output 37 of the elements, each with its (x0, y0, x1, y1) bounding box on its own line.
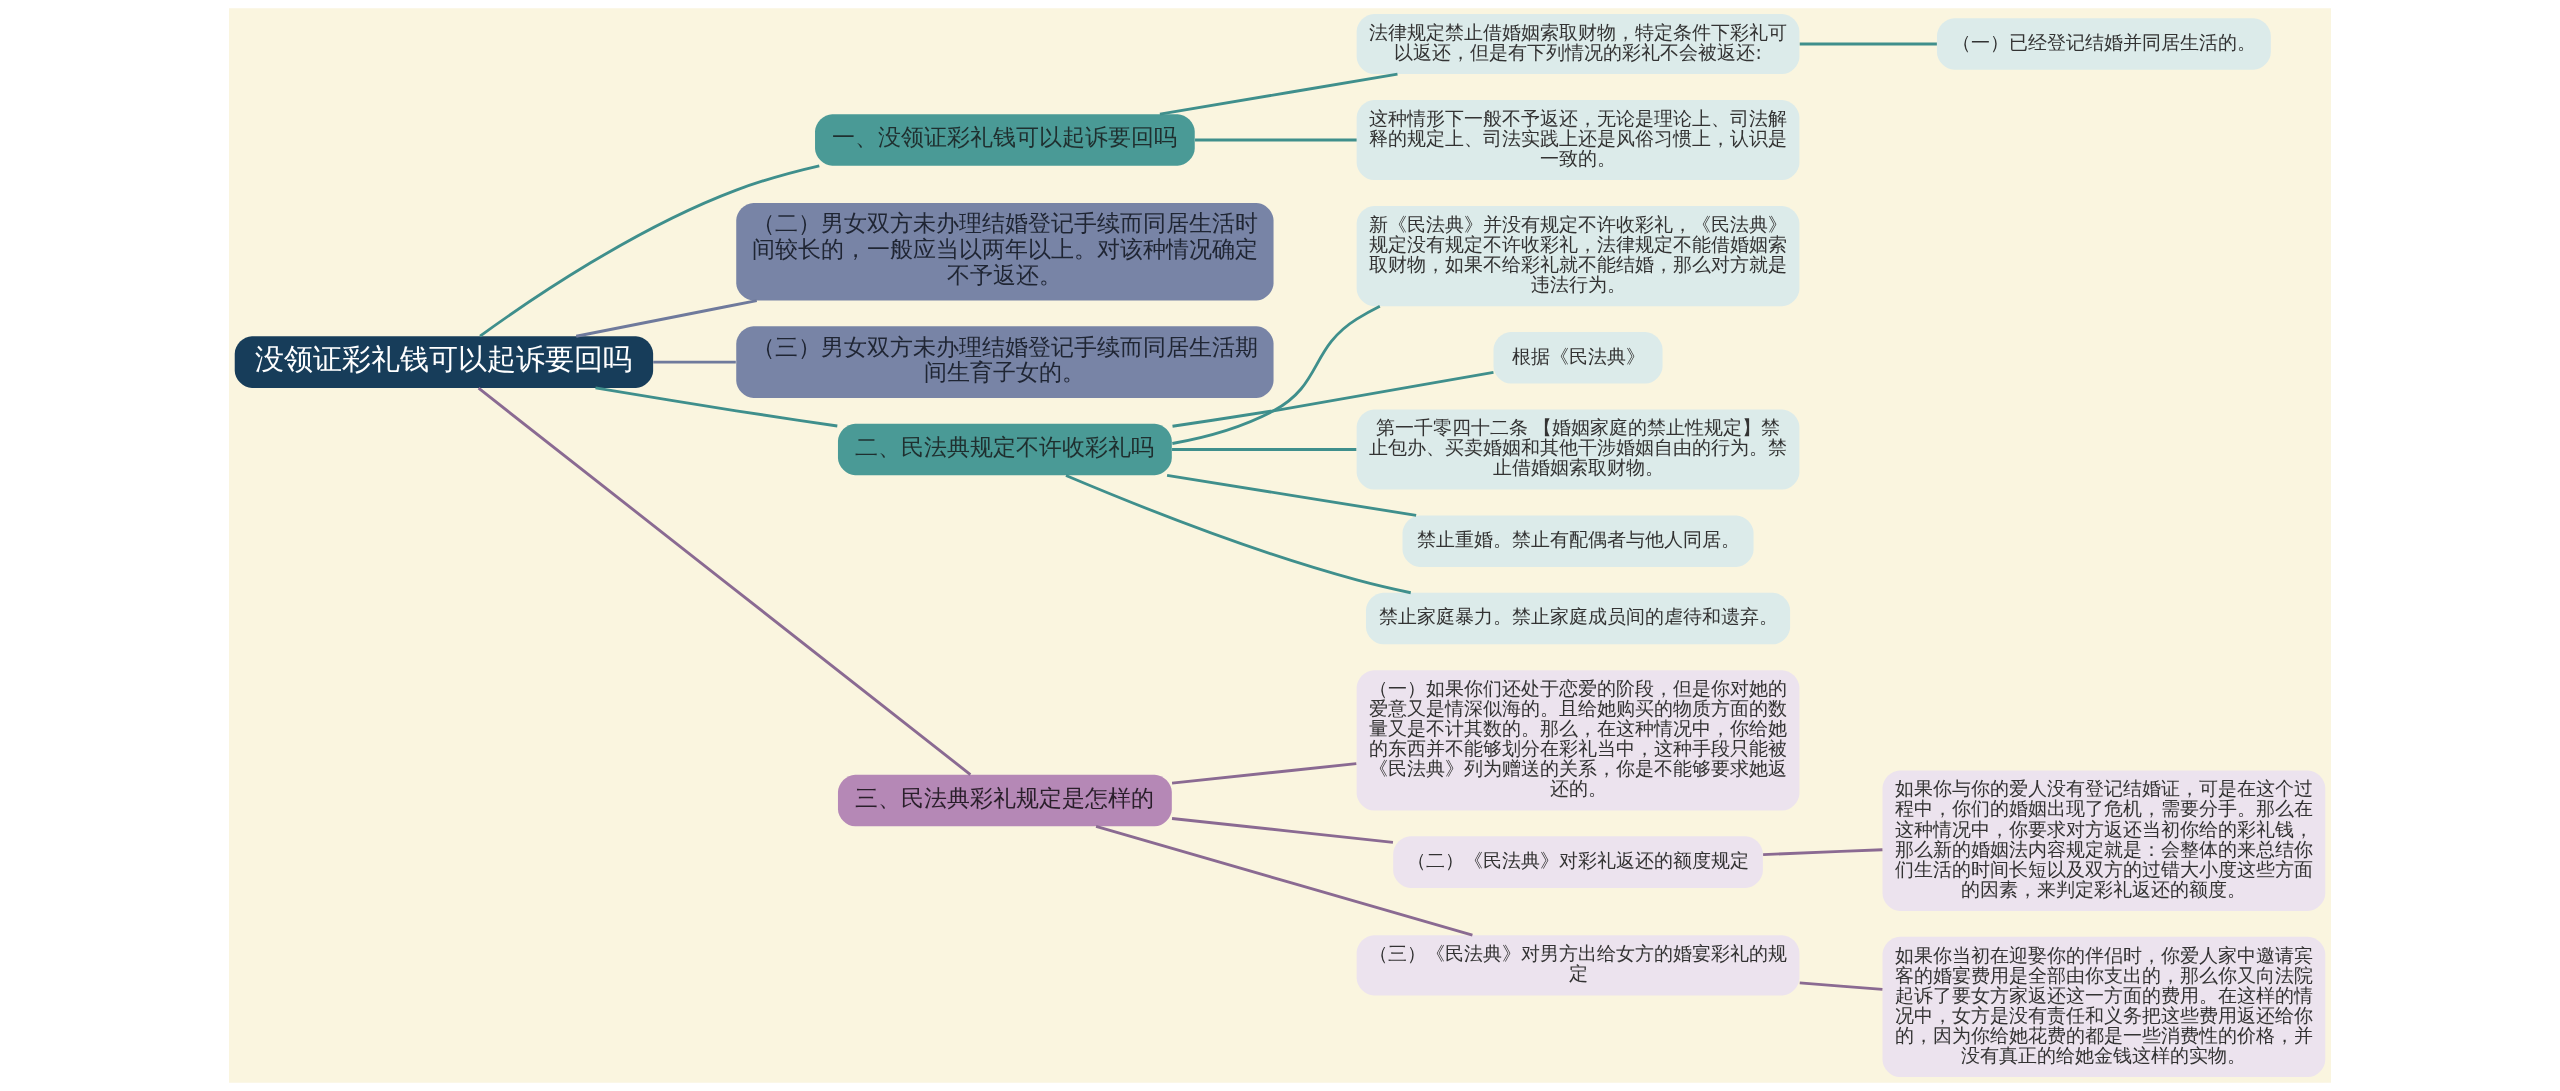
connector (1195, 138, 1357, 142)
node-box: 法律规定禁止借婚姻索取财物，特定条件下彩礼可以返还，但是有下列情况的彩礼不会被返还: (1356, 13, 1800, 75)
node-box: 禁止家庭暴力。禁止家庭成员间的虐待和遗弃。 (1365, 592, 1791, 645)
connector (479, 164, 820, 338)
node-box: 二、民法典规定不许收彩礼吗 (837, 423, 1172, 476)
node-box: 如果你与你的爱人没有登记结婚证，可是在这个过程中，你们的婚姻出现了危机，需要分手。那么在这种情况中，你要求对方返还当初你给的彩礼钱，那么新的婚姻法内容规定就是：会整体的来总结你们生活的时间长短以及双方的过错大小度这些方面的因素，来判定彩礼返还的额度。 (1882, 770, 2326, 911)
connector (1171, 817, 1394, 844)
connector (1065, 474, 1412, 595)
connector (1799, 42, 1937, 46)
node-box: 根据《民法典》 (1493, 332, 1663, 384)
node-box: （一）如果你们还处于恋爱的阶段，但是你对她的爱意又是情深似海的。且给她购买的物质方面的数量又是不计其数的。那么，在这种情况中，你给她的东西并不能够划分在彩礼当中，这种手段只能被《民法典》列为赠送的关系，你是不能够要求她返还的。 (1356, 670, 1800, 811)
node-box: （一）已经登记结婚并同居生活的。 (1936, 18, 2271, 70)
node-box: 一、没领证彩礼钱可以起诉要回吗 (815, 114, 1195, 166)
connector (1172, 304, 1381, 445)
node-box: （二）男女双方未办理结婚登记手续而同居生活时间较长的，一般应当以两年以上。对该种情况确定不予返还。 (736, 203, 1274, 301)
node-box: （三）男女双方未办理结婚登记手续而同居生活期间生育子女的。 (736, 326, 1274, 398)
connector (1095, 825, 1473, 937)
node-box: 新《民法典》并没有规定不许收彩礼，《民法典》规定没有规定不许收彩礼，法律规定不能借婚姻索取财物，如果不给彩礼就不能结婚，那么对方就是违法行为。 (1356, 205, 1800, 307)
connector (1159, 72, 1398, 116)
connector (1171, 762, 1357, 785)
connector (653, 360, 736, 364)
node-box: 这种情形下一般不予返还，无论是理论上、司法解释的规定上、司法实践上还是风俗习惯上，认识是一致的。 (1356, 99, 1800, 181)
connector (477, 387, 972, 776)
node-box: 没领证彩礼钱可以起诉要回吗 (234, 336, 654, 388)
connector (1763, 848, 1883, 857)
connector (575, 299, 758, 338)
node-box: 三、民法典彩礼规定是怎样的 (837, 774, 1172, 827)
connector (1172, 448, 1357, 451)
node-box: 如果你当初在迎娶你的伴侣时，你爱人家中邀请宾客的婚宴费用是全部由你支出的，那么你又向法院起诉了要女方家返还这一方面的费用。在这样的情况中，女方是没有责任和义务把这些费用返还给你的，因为你给她花费的都是一些消费性的价格，并没有真正的给她金钱这样的实物。 (1882, 936, 2326, 1078)
node-box: 第一千零四十二条 【婚姻家庭的禁止性规定】禁止包办、买卖婚姻和其他干涉婚姻自由的行为。禁止借婚姻索取财物。 (1356, 409, 1800, 490)
connector (1799, 981, 1883, 991)
connector (1172, 371, 1494, 428)
connector (1166, 473, 1417, 517)
node-box: 禁止重婚。禁止有配偶者与他人同居。 (1402, 515, 1754, 567)
node-box: （三）《民法典》对男方出给女方的婚宴彩礼的规定 (1356, 935, 1800, 996)
connector (595, 386, 838, 428)
node-box: （二）《民法典》对彩礼返还的额度规定 (1393, 836, 1763, 888)
